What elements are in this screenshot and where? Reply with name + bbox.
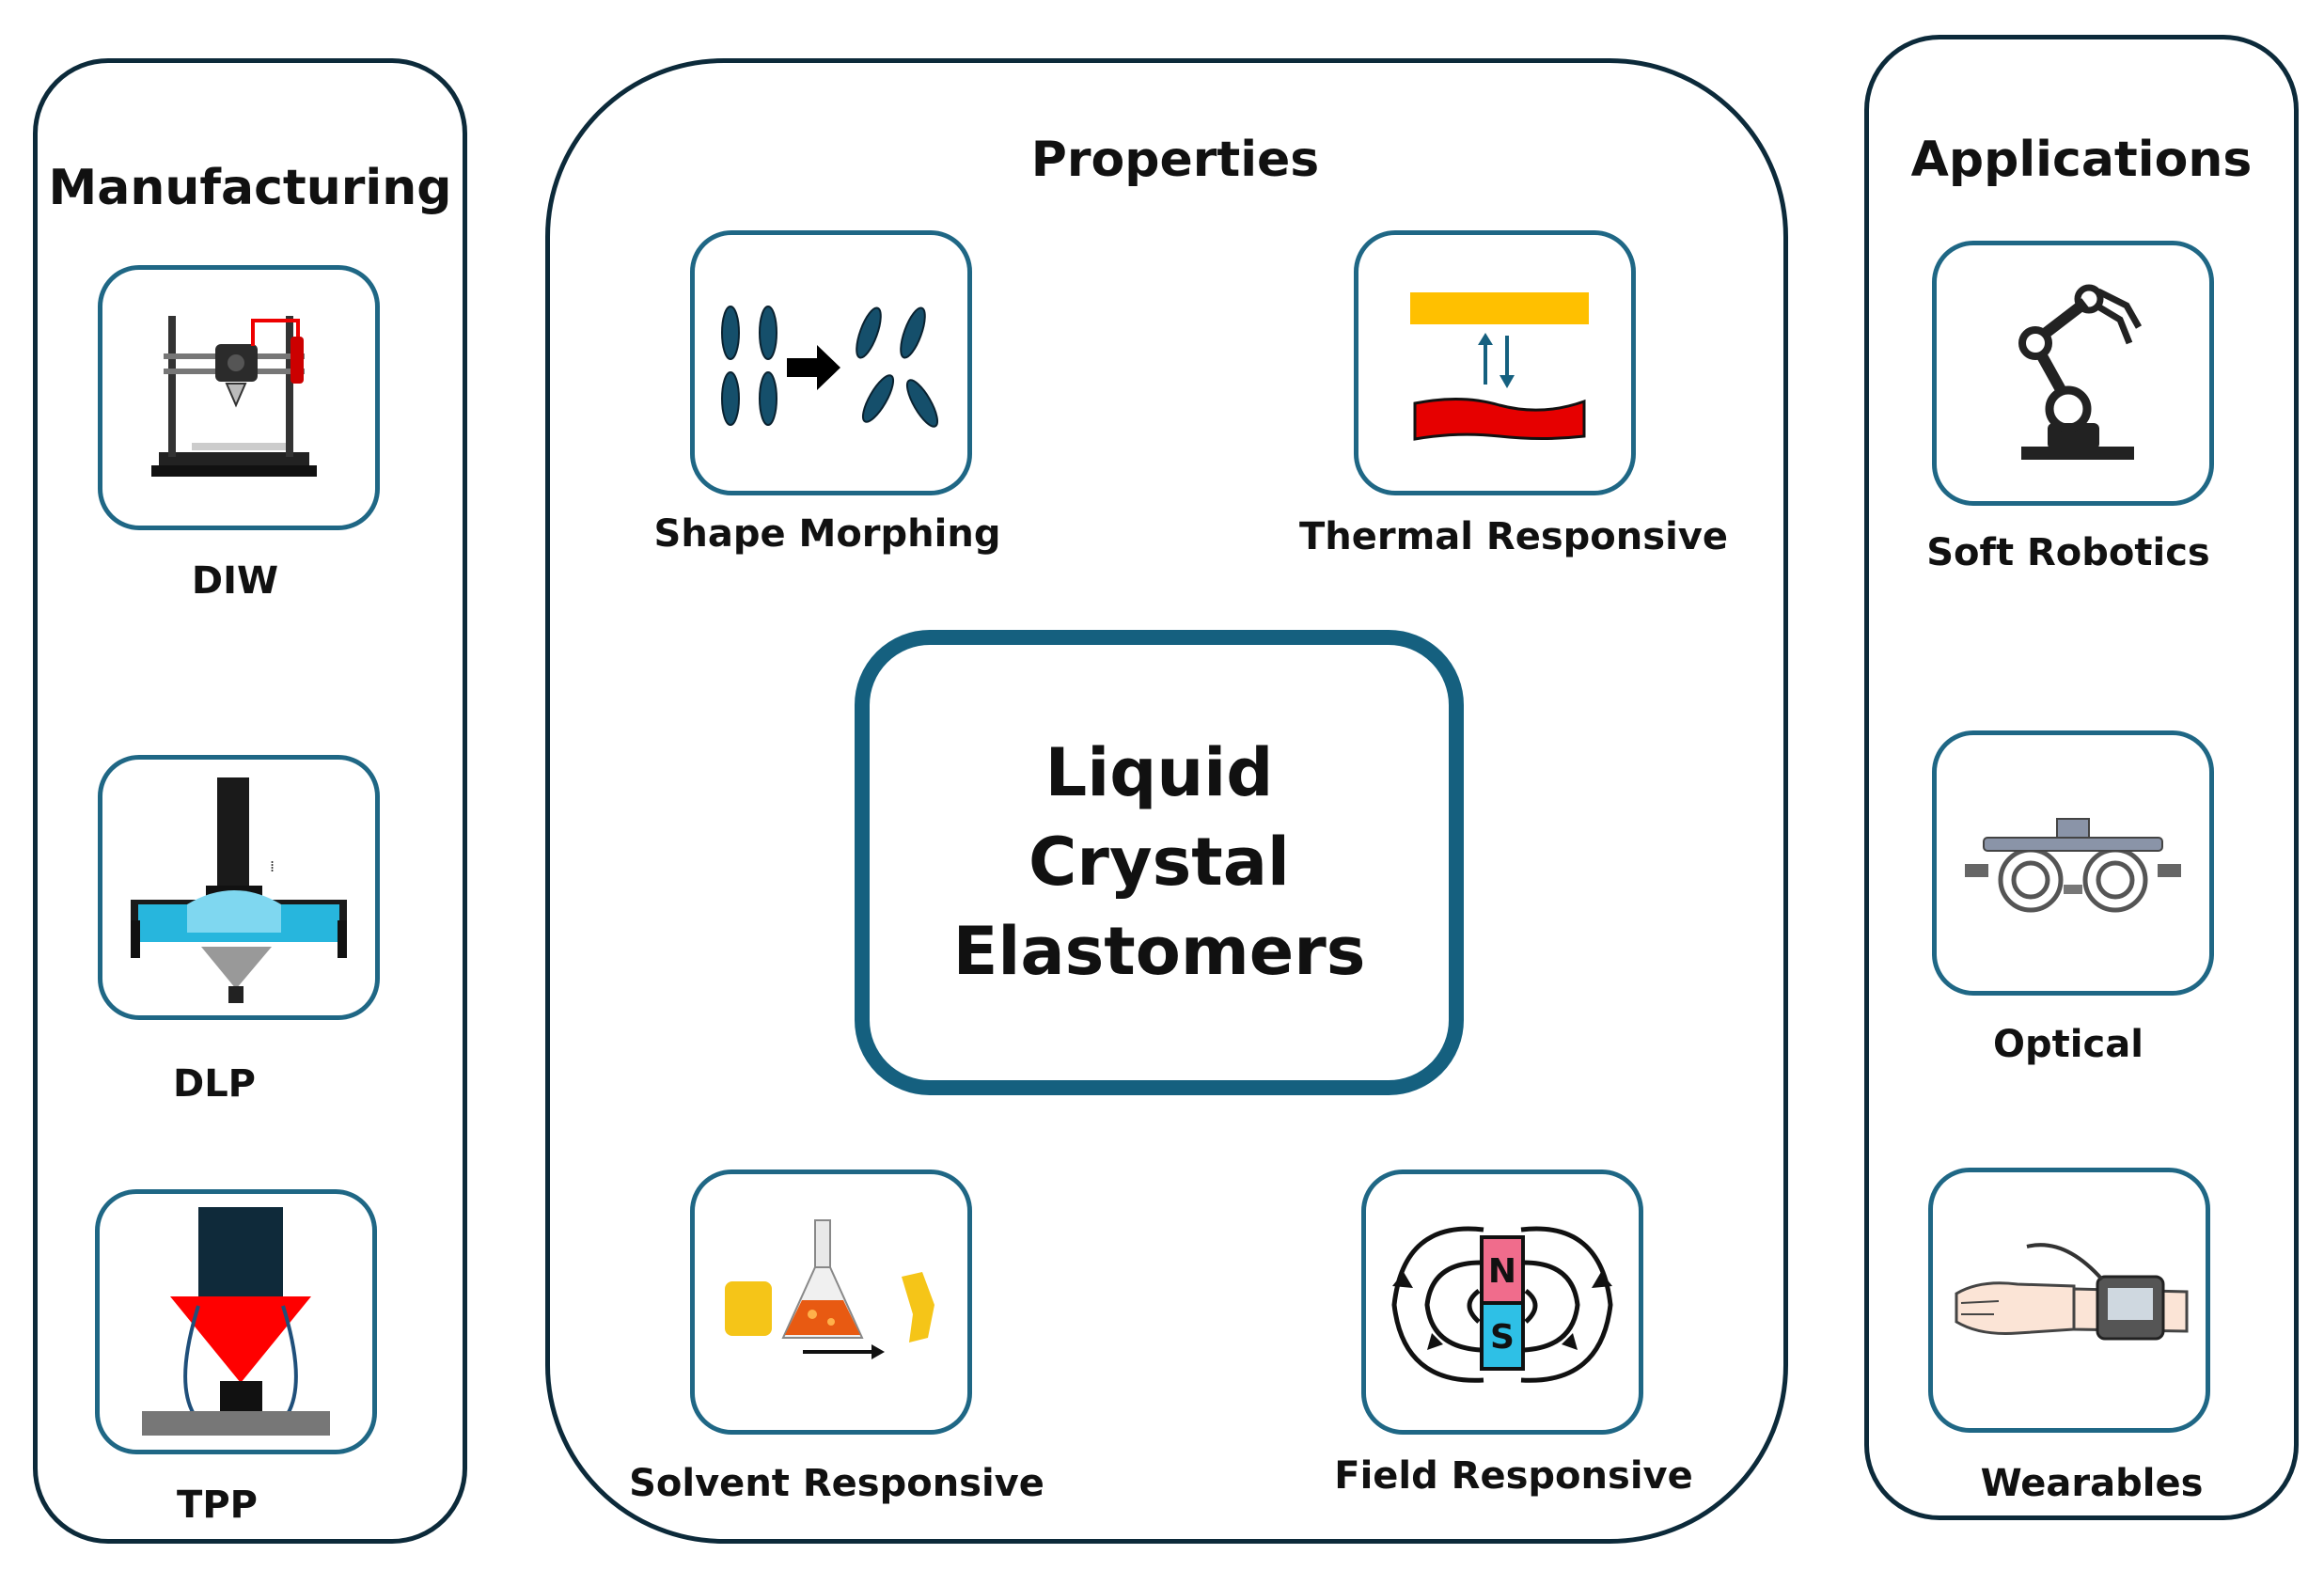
diw-label: DIW <box>191 559 279 603</box>
center-line-2: Crystal <box>1029 824 1290 901</box>
lce-center-box: Liquid Crystal Elastomers <box>855 630 1464 1095</box>
wearables-card <box>1928 1168 2210 1433</box>
shape-morphing-card <box>690 230 972 495</box>
thermal-responsive-card <box>1354 230 1636 495</box>
soft-robotics-card <box>1932 241 2214 506</box>
magnet-south-label: S <box>1490 1318 1515 1357</box>
properties-heading: Properties <box>1030 132 1320 188</box>
solvent-responsive-card <box>690 1170 972 1435</box>
dlp-card: ⁞ <box>98 755 380 1020</box>
field-responsive-card: N S <box>1361 1170 1643 1435</box>
dlp-printer-icon: ⁞ <box>131 777 347 1003</box>
manufacturing-heading: Manufacturing <box>48 160 452 216</box>
trial-frame-glasses-icon <box>1965 817 2181 912</box>
dlp-label: DLP <box>172 1062 256 1106</box>
optical-card <box>1932 730 2214 996</box>
heat-deformation-icon <box>1410 291 1589 441</box>
diw-card <box>98 265 380 530</box>
soft-robotics-label: Soft Robotics <box>1926 531 2210 574</box>
3d-printer-icon <box>151 315 317 477</box>
center-line-1: Liquid <box>1044 734 1274 811</box>
shape-morphing-label: Shape Morphing <box>653 512 1001 556</box>
flask-swelling-icon <box>725 1218 934 1359</box>
wrist-device-icon <box>1955 1242 2189 1340</box>
svg-text:⁞: ⁞ <box>270 857 275 875</box>
two-photon-laser-icon <box>142 1206 330 1436</box>
mesogen-alignment-icon <box>721 305 939 428</box>
robot-arm-icon <box>2018 284 2143 460</box>
wearables-label: Wearables <box>1980 1462 2204 1505</box>
optical-label: Optical <box>1993 1023 2143 1066</box>
magnet-field-icon: N S <box>1391 1226 1613 1383</box>
tpp-card <box>95 1189 377 1454</box>
center-line-3: Elastomers <box>952 913 1366 990</box>
applications-heading: Applications <box>1910 132 2253 188</box>
field-responsive-label: Field Responsive <box>1334 1454 1693 1498</box>
magnet-north-label: N <box>1488 1252 1516 1291</box>
tpp-label: TPP <box>177 1484 258 1527</box>
solvent-responsive-label: Solvent Responsive <box>629 1462 1044 1505</box>
thermal-responsive-label: Thermal Responsive <box>1299 515 1728 558</box>
